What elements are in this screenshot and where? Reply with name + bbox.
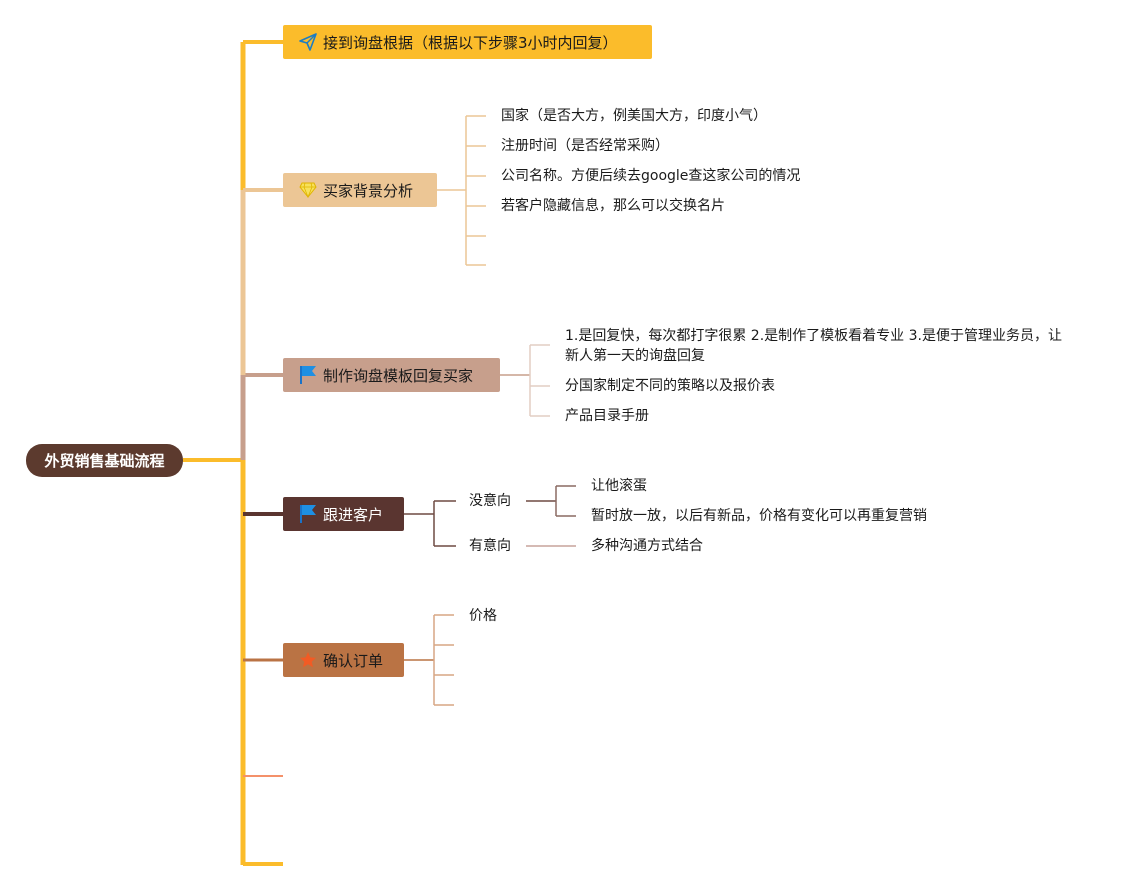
branch-label: 确认订单 bbox=[323, 651, 384, 670]
branch-inquiry-received[interactable]: 接到询盘根据（根据以下步骤3小时内回复） bbox=[283, 25, 652, 59]
branch-follow-up[interactable]: 跟进客户 bbox=[283, 497, 404, 531]
branch-inquiry-template[interactable]: 制作询盘模板回复买家 bbox=[283, 358, 500, 392]
root-node[interactable]: 外贸销售基础流程 bbox=[26, 444, 183, 477]
leaf-country[interactable]: 国家（是否大方，例美国大方，印度小气） bbox=[501, 108, 767, 124]
leaf-remarket-later[interactable]: 暂时放一放，以后有新品，价格有变化可以再重复营销 bbox=[591, 508, 927, 524]
leaf-multi-channel[interactable]: 多种沟通方式结合 bbox=[591, 538, 703, 554]
branch-label: 制作询盘模板回复买家 bbox=[323, 366, 474, 385]
leaf-template-reasons[interactable]: 1.是回复快，每次都打字很累 2.是制作了模板看着专业 3.是便于管理业务员，让… bbox=[565, 328, 1062, 364]
flag-icon bbox=[299, 504, 317, 524]
branch-confirm-order[interactable]: 确认订单 bbox=[283, 643, 404, 677]
diamond-icon bbox=[299, 182, 317, 198]
leaf-price[interactable]: 价格 bbox=[469, 608, 497, 624]
leaf-company-name[interactable]: 公司名称。方便后续去google查这家公司的情况 bbox=[501, 168, 801, 184]
leaf-hidden-info[interactable]: 若客户隐藏信息，那么可以交换名片 bbox=[501, 198, 725, 214]
branch-label: 买家背景分析 bbox=[323, 181, 414, 200]
flag-icon bbox=[299, 365, 317, 385]
branch-buyer-background[interactable]: 买家背景分析 bbox=[283, 173, 437, 207]
paper-plane-icon bbox=[299, 33, 317, 51]
branch-label: 跟进客户 bbox=[323, 505, 384, 524]
leaf-registration-time[interactable]: 注册时间（是否经常采购） bbox=[501, 138, 669, 154]
subnode-has-intent[interactable]: 有意向 bbox=[469, 538, 511, 554]
root-node-label: 外贸销售基础流程 bbox=[44, 452, 165, 470]
star-icon bbox=[299, 651, 317, 669]
branch-label: 接到询盘根据（根据以下步骤3小时内回复） bbox=[323, 33, 618, 52]
leaf-dismiss[interactable]: 让他滚蛋 bbox=[591, 478, 647, 494]
leaf-country-strategy[interactable]: 分国家制定不同的策略以及报价表 bbox=[565, 378, 775, 394]
subnode-no-intent[interactable]: 没意向 bbox=[469, 493, 511, 509]
leaf-product-catalog[interactable]: 产品目录手册 bbox=[565, 408, 649, 424]
